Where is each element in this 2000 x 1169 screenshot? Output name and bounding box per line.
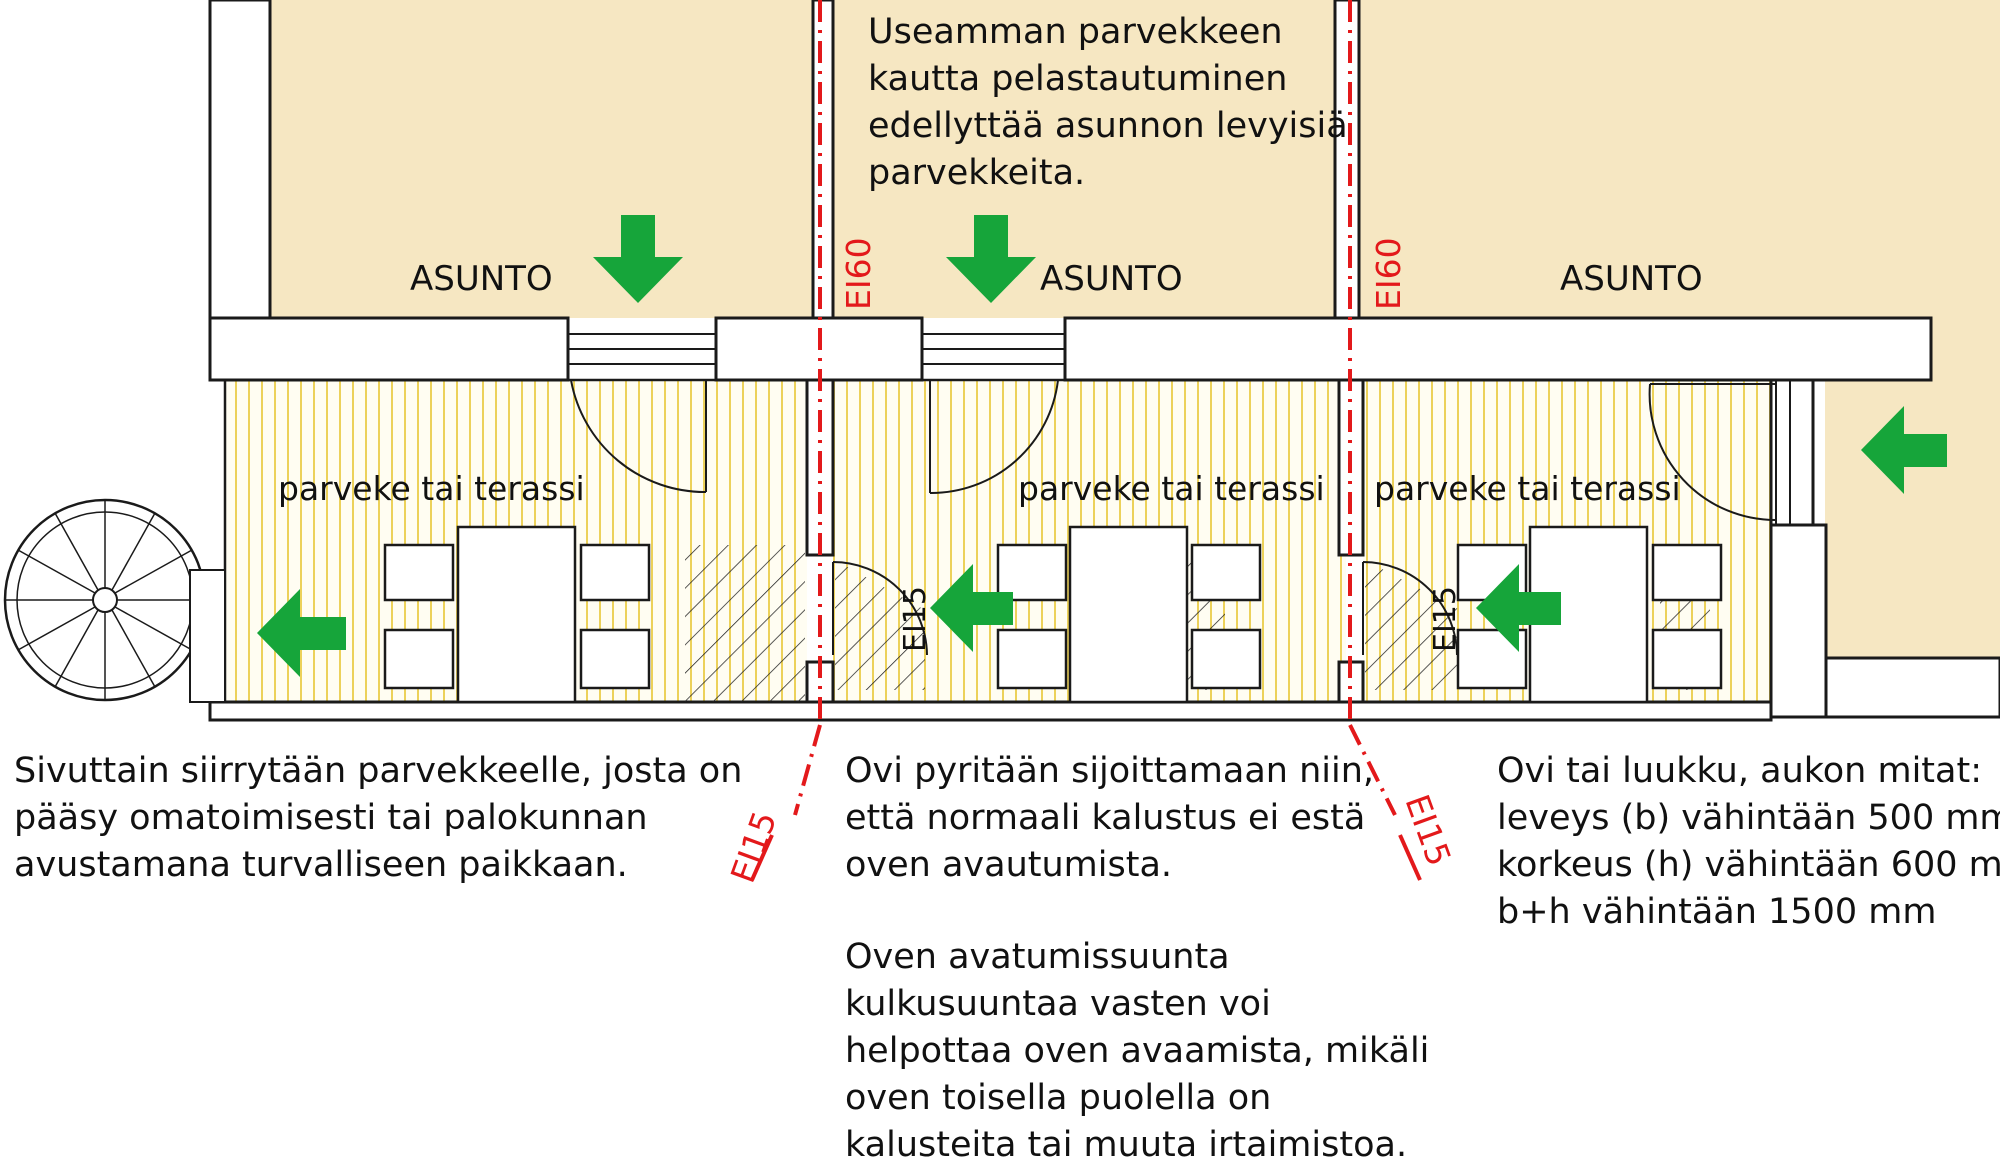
apartment-label: ASUNTO	[1040, 259, 1183, 299]
apartment-label: ASUNTO	[1560, 259, 1703, 299]
labels: ASUNTO ASUNTO ASUNTO parveke tai terassi…	[278, 237, 1703, 887]
middle-note-2-line: oven toisella puolella on	[845, 1078, 1271, 1118]
middle-note-line: oven avautumista.	[845, 845, 1172, 885]
arrow-down-icon	[946, 215, 1036, 303]
left-note-line: avustamana turvalliseen paikkaan.	[14, 845, 628, 885]
balcony-label: parveke tai terassi	[1018, 469, 1325, 508]
middle-note-line: että normaali kalustus ei estä	[845, 798, 1365, 838]
right-note-line: b+h vähintään 1500 mm	[1497, 892, 1936, 932]
top-note-line: Useamman parvekkeen	[868, 12, 1283, 52]
fire-class-label: EI60	[1369, 237, 1408, 310]
top-note-line: kautta pelastautuminen	[868, 59, 1287, 99]
middle-note-2-line: Oven avatumissuunta	[845, 937, 1230, 977]
fire-class-label: EI60	[839, 237, 878, 310]
stair-landing	[189, 569, 226, 703]
middle-note-2-line: kulkusuuntaa vasten voi	[845, 984, 1271, 1024]
apartment-doors	[567, 333, 1791, 525]
door-fire-class-label: EI15	[1428, 586, 1463, 652]
arrow-icons	[257, 215, 1947, 677]
apartment-3	[1359, 0, 2000, 318]
balcony-label: parveke tai terassi	[1374, 469, 1681, 508]
furniture	[383, 525, 1723, 704]
arrow-left-icon	[257, 589, 346, 677]
right-note-line: korkeus (h) vähintään 600 mm	[1497, 845, 2000, 885]
arrow-down-icon	[593, 215, 683, 303]
right-note-line: Ovi tai luukku, aukon mitat:	[1497, 751, 1982, 791]
middle-note-2-line: kalusteita tai muuta irtaimistoa.	[845, 1125, 1407, 1165]
apartment-label: ASUNTO	[410, 259, 553, 299]
balcony-label: parveke tai terassi	[278, 469, 585, 508]
apartment-1	[270, 0, 813, 318]
top-note-line: parvekkeita.	[868, 153, 1085, 193]
arrow-left-icon	[1861, 406, 1947, 494]
fire-class-label: EI15	[723, 806, 784, 888]
apartment-2	[833, 0, 1335, 318]
middle-note-line: Ovi pyritään sijoittamaan niin,	[845, 751, 1374, 791]
left-note-line: pääsy omatoimisesti tai palokunnan	[14, 798, 648, 838]
middle-note-2-line: helpottaa oven avaamista, mikäli	[845, 1031, 1429, 1071]
door-fire-class-label: EI15	[898, 586, 933, 652]
fire-class-label: EI15	[1397, 789, 1458, 871]
notes: Useamman parvekkeen kautta pelastautumin…	[14, 12, 2000, 1165]
top-note-line: edellyttää asunnon levyisiä	[868, 106, 1348, 146]
right-note-line: leveys (b) vähintään 500 mm	[1497, 798, 2000, 838]
arrow-left-icon	[1476, 564, 1561, 652]
arrow-left-icon	[930, 564, 1013, 652]
fire-compartment-lines	[793, 0, 1397, 816]
left-note-line: Sivuttain siirrytään parvekkeelle, josta…	[14, 751, 742, 791]
